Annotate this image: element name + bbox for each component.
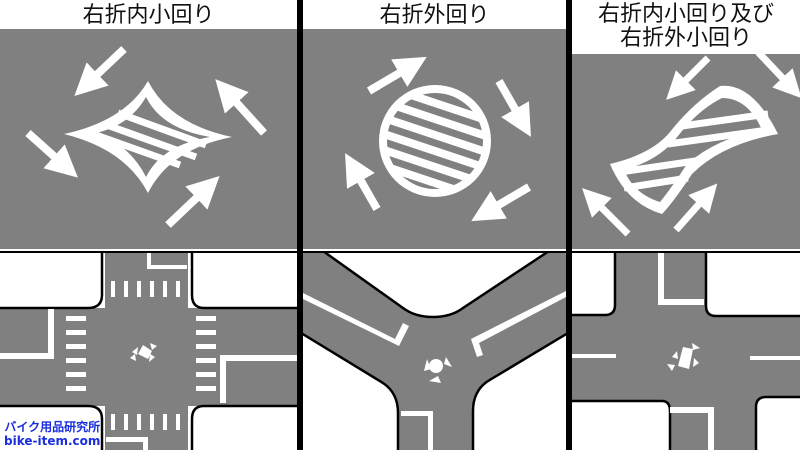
marking-closeup <box>572 54 800 249</box>
arrow-icon <box>215 79 267 136</box>
panel-title: 右折外回り <box>379 3 490 28</box>
arrow-icon <box>345 153 381 211</box>
arrow-icon <box>25 130 78 178</box>
intersection-diagram <box>572 253 800 450</box>
arrow-icon <box>673 183 718 233</box>
arrow-icon <box>366 56 427 95</box>
panel-inner-small-turn: 右折内小回り <box>0 0 297 450</box>
arrow-icon <box>582 188 631 237</box>
intersection-map-t-offset <box>572 251 800 450</box>
arrow-icon <box>74 46 127 97</box>
panel-title: 右折内小回り <box>82 3 215 28</box>
watermark: バイク用品研究所 bike-item.com <box>4 420 100 448</box>
small-marking-icon <box>130 343 157 362</box>
circle-marking-diagram <box>345 56 532 222</box>
panel-title: 右折内小回り及び 右折外小回り <box>572 3 800 51</box>
intersection-map-4way <box>0 251 297 450</box>
marking-closeup <box>303 29 566 249</box>
panel-title-line-1: 右折内小回り及び <box>597 2 774 27</box>
watermark-url: bike-item.com <box>4 434 101 448</box>
arrow-icon <box>165 175 220 228</box>
arrow-icon <box>755 54 800 99</box>
watermark-brand: バイク用品研究所 <box>4 420 101 434</box>
arrow-icon <box>495 79 531 137</box>
panel-title-line-2: 右折外小回り <box>619 26 752 51</box>
bow-marking-diagram <box>582 54 800 237</box>
arrow-icon <box>666 55 711 100</box>
arrow-icon <box>471 183 532 222</box>
intersection-diagram <box>303 253 566 450</box>
small-marking-icon <box>667 343 700 371</box>
small-marking-icon <box>424 357 452 383</box>
diamond-marking-diagram <box>25 46 267 228</box>
intersection-map-y <box>303 251 566 450</box>
panel-inner-and-outer-small-turn: 右折内小回り及び 右折外小回り <box>572 0 800 450</box>
marking-closeup <box>0 29 297 249</box>
panel-outer-turn: 右折外回り <box>303 0 566 450</box>
intersection-diagram <box>0 253 297 450</box>
